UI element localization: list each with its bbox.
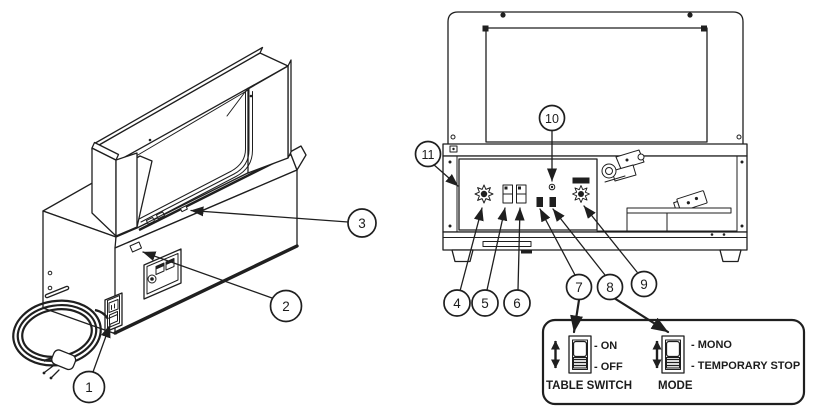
callout-balloons: 1 2 3 4 5 6 7 8 [72,104,658,404]
svg-text:3: 3 [358,216,366,231]
leader-1 [92,324,111,373]
svg-text:2: 2 [282,299,290,314]
table-switch-icon [568,335,592,374]
dispenser-mechanism [601,149,645,183]
inner-shelf [596,207,738,232]
callout-2: 2 [269,289,303,323]
corner-bracket [701,25,707,32]
callout-6: 6 [503,289,531,317]
mode-mono-label: - MONO [691,339,732,351]
body-right-cap [289,145,307,171]
svg-text:8: 8 [606,280,614,295]
table-switch-on-label: - ON [594,340,617,352]
svg-text:5: 5 [481,296,489,311]
arch-screw [736,134,742,140]
callout-9: 9 [630,270,658,298]
foot-right [719,249,742,263]
power-plug [42,349,77,380]
rocker-switch-2 [516,184,527,204]
leader-7-down [570,298,583,334]
leader-8-down [612,296,670,334]
arch-right-column [247,65,289,174]
latch-dot [452,147,455,151]
rocker-switch-1 [502,184,513,204]
arch-frame [91,46,292,237]
arch-screw [249,94,253,98]
body-bottom-edge [113,244,299,335]
left-face-details [44,270,70,299]
band-track [138,89,253,226]
arch-screw [450,134,456,140]
table-top-bar [442,143,748,157]
leader-6 [514,207,525,291]
svg-text:9: 9 [640,277,648,292]
top-screw [687,12,693,18]
power-inlet [104,292,123,333]
screw [740,160,744,164]
screw [710,233,714,236]
corner-bracket [482,25,489,32]
arch-left-column-inner-face [115,152,138,237]
screw [448,160,452,164]
screw [740,224,744,228]
band-sensor-button [129,241,142,253]
leader-5 [486,207,508,291]
leader-7-up [539,208,576,276]
indicator-led-dot [550,185,554,189]
svg-text:4: 4 [453,296,461,311]
leader-11 [432,163,459,187]
leader-4 [459,207,484,292]
base-tab [521,249,532,254]
table-switch-toggle [536,197,543,207]
machine-iso-view [12,46,307,380]
callout-5: 5 [471,289,499,317]
arch-opening-top-edge [136,89,250,156]
table-switch-label: TABLE SWITCH [546,380,632,392]
arch-brace [226,87,249,117]
leader-3 [190,206,349,223]
arch-screw [148,138,152,142]
inset-legend: - ON - OFF TABLE SWITCH - MONO - TEMPORA… [541,318,806,406]
base-slot [482,241,532,247]
knob-label-plate [572,177,590,184]
svg-text:7: 7 [575,280,583,295]
leader-lines [92,130,670,373]
mode-temporary-stop-label: - TEMPORARY STOP [691,360,800,372]
mode-label: MODE [658,380,693,392]
svg-text:10: 10 [545,112,559,126]
svg-text:11: 11 [422,148,435,162]
callout-3: 3 [347,208,377,238]
arch-beam-top [91,46,264,150]
mode-switch-toggle [549,197,556,207]
machine-front-view [442,11,748,263]
table-switch-off-label: - OFF [594,361,623,373]
foot-left [451,249,474,263]
arch-opening [485,27,708,143]
leader-9 [583,205,638,273]
callout-7: 7 [565,273,593,301]
top-screw [500,12,506,18]
adjust-knob-right [572,185,590,203]
callout-8: 8 [596,273,624,301]
callout-11: 11 [414,140,442,168]
mode-switch-icon [661,335,685,374]
screw [722,233,726,236]
control-panel [458,158,598,231]
screw [448,224,452,228]
callout-4: 4 [443,289,471,317]
leader-2 [142,251,273,299]
leader-8-up [552,208,606,276]
callout-1: 1 [72,370,106,404]
connector-panel [143,248,182,300]
callout-10: 10 [538,104,566,132]
arch-left-column-top [91,141,120,161]
svg-text:6: 6 [513,296,521,311]
adjust-knob-left [474,184,494,204]
svg-text:1: 1 [85,380,93,395]
